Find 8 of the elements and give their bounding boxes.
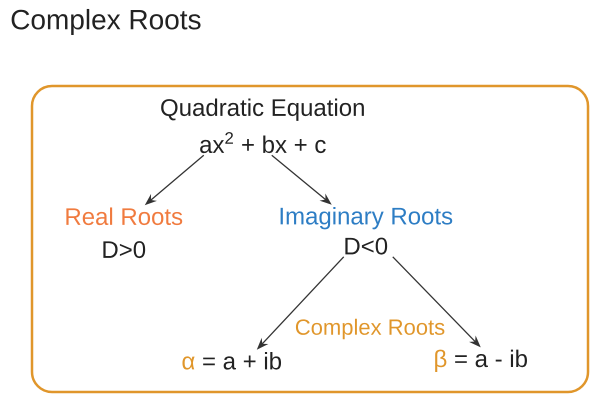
rounded-frame bbox=[30, 84, 590, 394]
group-label: Complex Roots bbox=[296, 318, 444, 340]
title: Complex Roots bbox=[12, 8, 201, 36]
equation-text: Quadratic Equation ax$^{2}$ + bx + c bbox=[161, 98, 364, 154]
category-text: Real Roots D>0 bbox=[66, 207, 182, 258]
root-formula: β = a - ib bbox=[435, 350, 527, 372]
root-formula: α = a + ib bbox=[182, 352, 282, 370]
category-text: Imaginary Roots D<0 bbox=[280, 206, 452, 255]
